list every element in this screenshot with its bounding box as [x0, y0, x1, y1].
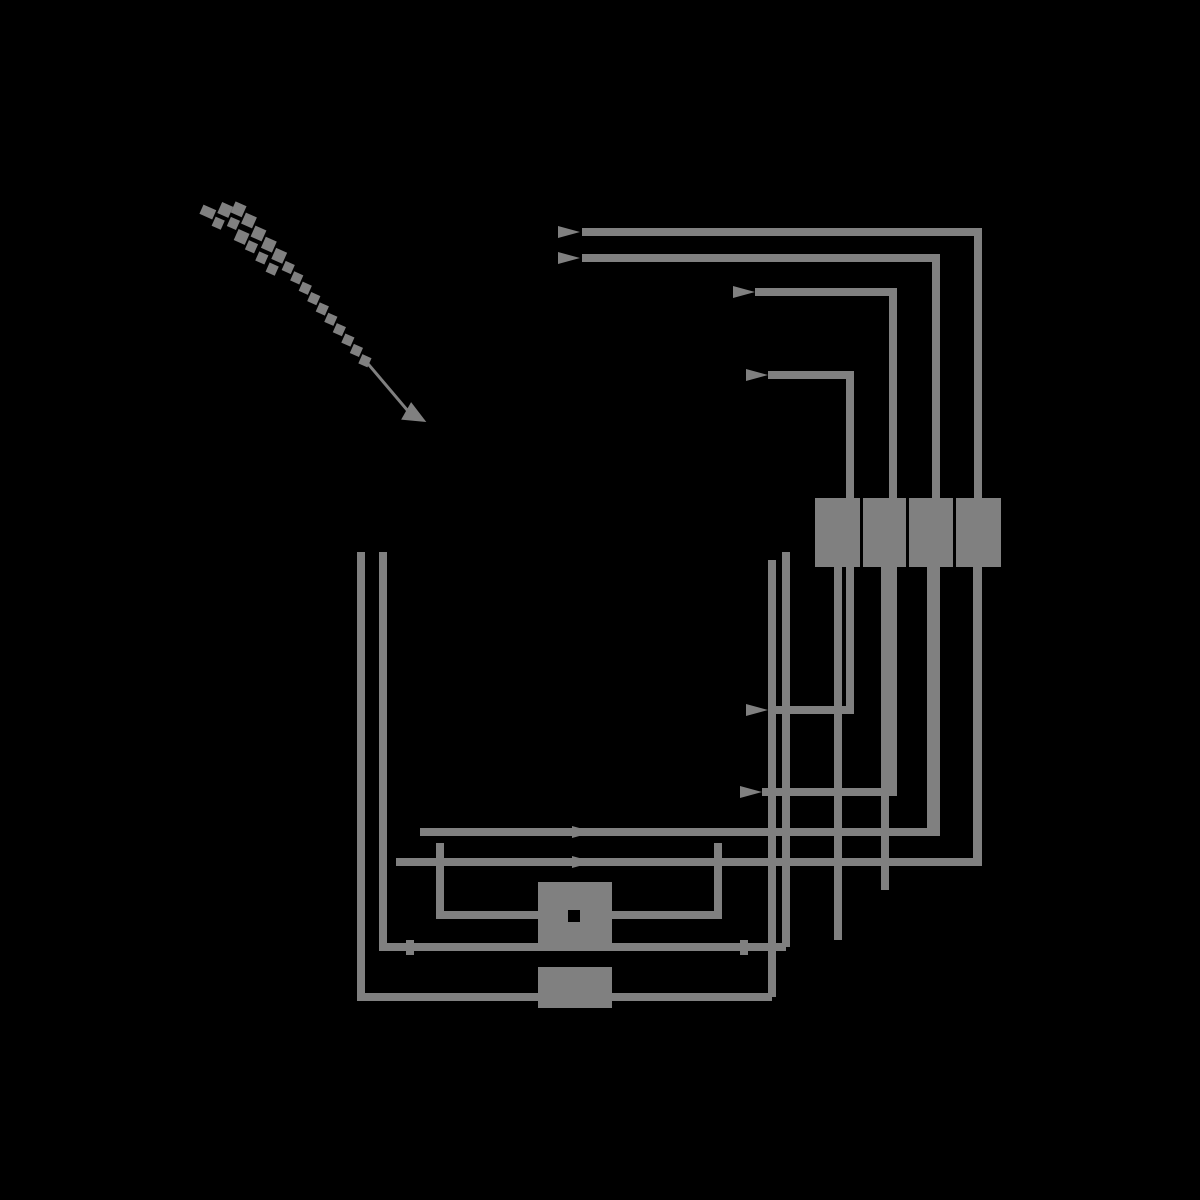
edge-layer	[357, 228, 982, 1001]
arrowhead-top-2	[558, 252, 580, 264]
node-1[interactable]	[815, 498, 862, 567]
node-5-center-hole	[568, 910, 580, 922]
edge-into-node5-right[interactable]	[612, 843, 722, 919]
diagonal-label-arrowhead	[401, 402, 427, 423]
diagonal-label-line[interactable]	[356, 361, 420, 414]
node-3[interactable]	[909, 498, 955, 567]
node-gap-2	[906, 498, 909, 567]
edge-into-node5-left[interactable]	[436, 843, 538, 919]
arrowhead-fourth	[746, 369, 768, 381]
diagonal-label-glyphs	[199, 201, 372, 368]
arrowhead-third	[733, 286, 755, 298]
arrowhead-mid-left-2	[746, 704, 768, 716]
node-6-bottom[interactable]	[538, 967, 612, 1008]
arrowhead-bottom-rail-2	[572, 856, 594, 868]
node-layer	[538, 498, 1001, 1008]
node-2[interactable]	[862, 498, 908, 567]
arrowhead-top-1	[558, 226, 580, 238]
node-gap-3	[953, 498, 956, 567]
arrowhead-layer	[558, 226, 768, 868]
arrowhead-bottom-rail-1	[572, 826, 594, 838]
node-4[interactable]	[956, 498, 1001, 567]
node-gap-1	[860, 498, 863, 567]
arrowhead-mid-left	[740, 786, 762, 798]
diagonal-label-group[interactable]	[156, 190, 476, 429]
